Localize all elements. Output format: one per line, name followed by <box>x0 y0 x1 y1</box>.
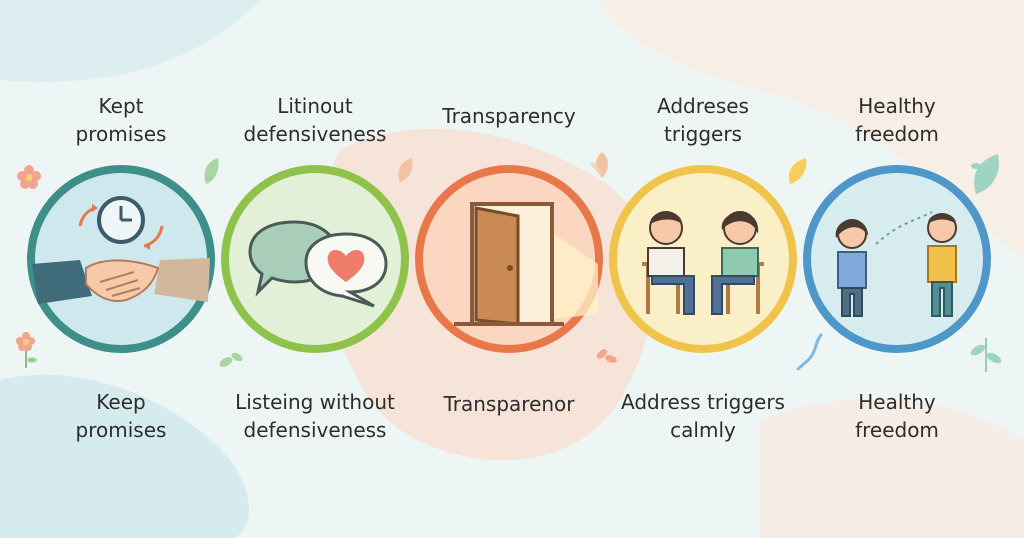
step-circle <box>26 164 216 354</box>
step-bottom-label: Transparenor <box>443 392 575 416</box>
open-door-icon <box>415 165 603 353</box>
step-transparency: Transparency Transparenor <box>414 0 604 538</box>
leaf-icon <box>970 338 1002 372</box>
step-top-label: Kept promises <box>75 94 167 146</box>
step-keep-promises: Kept promises Keep promises <box>26 0 216 538</box>
step-top-label: Addreses triggers <box>657 94 749 146</box>
leaf-icon <box>596 349 617 363</box>
step-address-triggers: Addreses triggers Address triggers calm <box>608 0 798 538</box>
step-bottom-label: Address triggers calmly <box>621 390 785 442</box>
step-top-label: Litinout defensiveness <box>243 94 387 146</box>
step-circle <box>608 164 798 354</box>
flower-icon <box>16 332 37 368</box>
two-people-standing-icon <box>803 165 991 353</box>
wave-icon <box>796 332 824 371</box>
step-top-label: Transparency <box>442 104 576 128</box>
handshake-clock-icon <box>27 165 215 353</box>
step-bottom-label: Listeing without defensiveness <box>235 390 395 442</box>
leaf-icon <box>204 158 219 184</box>
step-top-label: Healthy freedom <box>855 94 939 146</box>
step-circle <box>220 164 410 354</box>
step-bottom-label: Keep promises <box>75 390 167 442</box>
speech-bubbles-heart-icon <box>221 165 409 353</box>
step-bottom-label: Healthy freedom <box>855 390 939 442</box>
flower-icon <box>17 165 41 189</box>
step-circle <box>802 164 992 354</box>
two-people-seated-icon <box>609 165 797 353</box>
leaf-icon <box>219 352 243 367</box>
leaf-icon <box>788 158 807 184</box>
leaf-icon <box>590 152 608 178</box>
leaf-icon <box>398 158 413 182</box>
step-circle <box>414 164 604 354</box>
leaf-icon <box>971 154 1000 194</box>
step-healthy-freedom: Healthy freedom Healthy freedom <box>802 0 992 538</box>
step-listening: Litinout defensiveness Listeing without … <box>220 0 410 538</box>
